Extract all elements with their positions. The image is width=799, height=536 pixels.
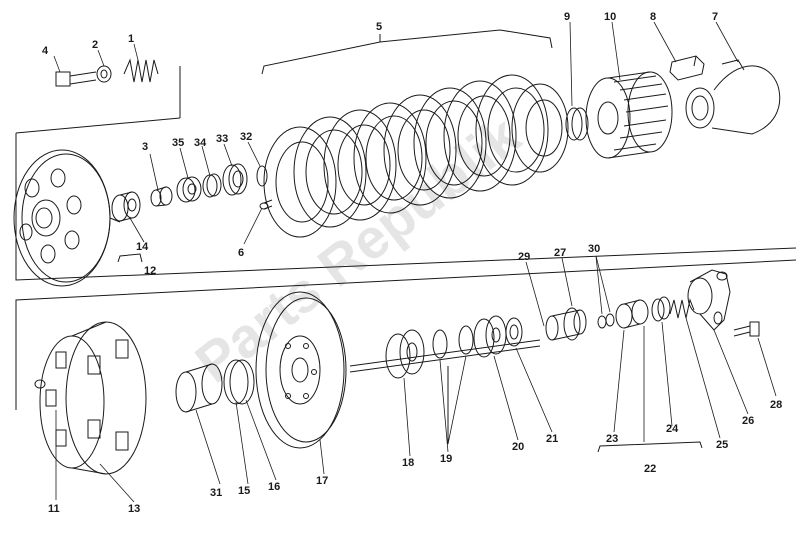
- callout-28: 28: [770, 399, 782, 411]
- callout-20: 20: [512, 441, 524, 453]
- nut-35: [176, 176, 202, 203]
- callout-32: 32: [240, 131, 252, 143]
- callout-labels: 1 2 3 4 5 6 7 8 9 10 11 12 13 14 15 16 1…: [42, 11, 782, 515]
- callout-10: 10: [604, 11, 616, 23]
- sleeve-23: [615, 299, 649, 329]
- callout-14: 14: [136, 241, 149, 253]
- spring-1: [123, 58, 159, 83]
- circlip-19-b: [458, 325, 474, 355]
- leader-lines: [53, 21, 777, 503]
- callout-19: 19: [440, 453, 452, 465]
- block-8: [669, 55, 705, 81]
- ring-30-a: [597, 315, 607, 329]
- bearing-18: [385, 329, 425, 379]
- primary-gear-17: [255, 291, 347, 449]
- pressure-plate: [13, 149, 121, 287]
- clutch-plate-stack: [263, 74, 569, 238]
- callout-16: 16: [268, 481, 280, 493]
- bracket-5: [261, 29, 553, 75]
- callout-12: 12: [144, 265, 156, 277]
- piston-27: [545, 307, 587, 341]
- spring-25: [669, 298, 695, 319]
- callout-9: 9: [564, 11, 570, 23]
- callout-22: 22: [644, 463, 656, 475]
- callout-11: 11: [48, 503, 60, 515]
- bearing-20: [473, 315, 507, 358]
- ring-21: [505, 317, 523, 347]
- callout-26: 26: [742, 415, 754, 427]
- washer-34: [202, 173, 222, 198]
- callout-24: 24: [666, 423, 679, 435]
- callout-17: 17: [316, 475, 328, 487]
- callout-4: 4: [42, 45, 49, 57]
- callout-13: 13: [128, 503, 140, 515]
- upper-assembly: [13, 29, 797, 287]
- upper-frame-top: [15, 117, 181, 134]
- callout-6: 6: [238, 247, 244, 259]
- callout-29: 29: [518, 251, 530, 263]
- callout-18: 18: [402, 457, 414, 469]
- inner-hub-10: [585, 71, 673, 159]
- callout-21: 21: [546, 433, 558, 445]
- seal-24: [651, 296, 671, 322]
- ring-33: [222, 163, 248, 196]
- callout-34: 34: [194, 137, 207, 149]
- lower-frame-line: [15, 259, 797, 410]
- watermark-text: Parts Republik: [184, 103, 532, 395]
- bush-3: [150, 186, 173, 207]
- lower-assembly: [15, 259, 797, 475]
- callout-15: 15: [238, 485, 250, 497]
- callout-5: 5: [376, 21, 382, 33]
- housing-7: [685, 59, 781, 135]
- ring-30-b: [605, 313, 615, 327]
- clutch-basket: [34, 321, 147, 475]
- callout-23: 23: [606, 433, 618, 445]
- slave-cylinder-26: [687, 269, 731, 331]
- bearing-14: [111, 191, 141, 222]
- bracket-22: [597, 441, 703, 453]
- callout-1: 1: [128, 33, 134, 45]
- watermark: Parts Republik: [184, 103, 532, 395]
- callout-8: 8: [650, 11, 656, 23]
- callout-27: 27: [554, 247, 566, 259]
- spring-9: [565, 107, 589, 141]
- callout-3: 3: [142, 141, 148, 153]
- bolt-28: [733, 321, 760, 337]
- washer-2: [96, 65, 112, 83]
- bolt-4: [55, 71, 97, 87]
- bracket-12: [117, 253, 143, 263]
- bush-31: [175, 363, 223, 413]
- callout-30: 30: [588, 243, 600, 255]
- callout-2: 2: [92, 39, 98, 51]
- callout-7: 7: [712, 11, 718, 23]
- upper-frame-line: [15, 133, 797, 281]
- callout-25: 25: [716, 439, 728, 451]
- ring-32: [256, 165, 268, 187]
- callout-35: 35: [172, 137, 184, 149]
- callout-31: 31: [210, 487, 222, 499]
- circlip-19-a: [432, 329, 448, 359]
- callout-33: 33: [216, 133, 228, 145]
